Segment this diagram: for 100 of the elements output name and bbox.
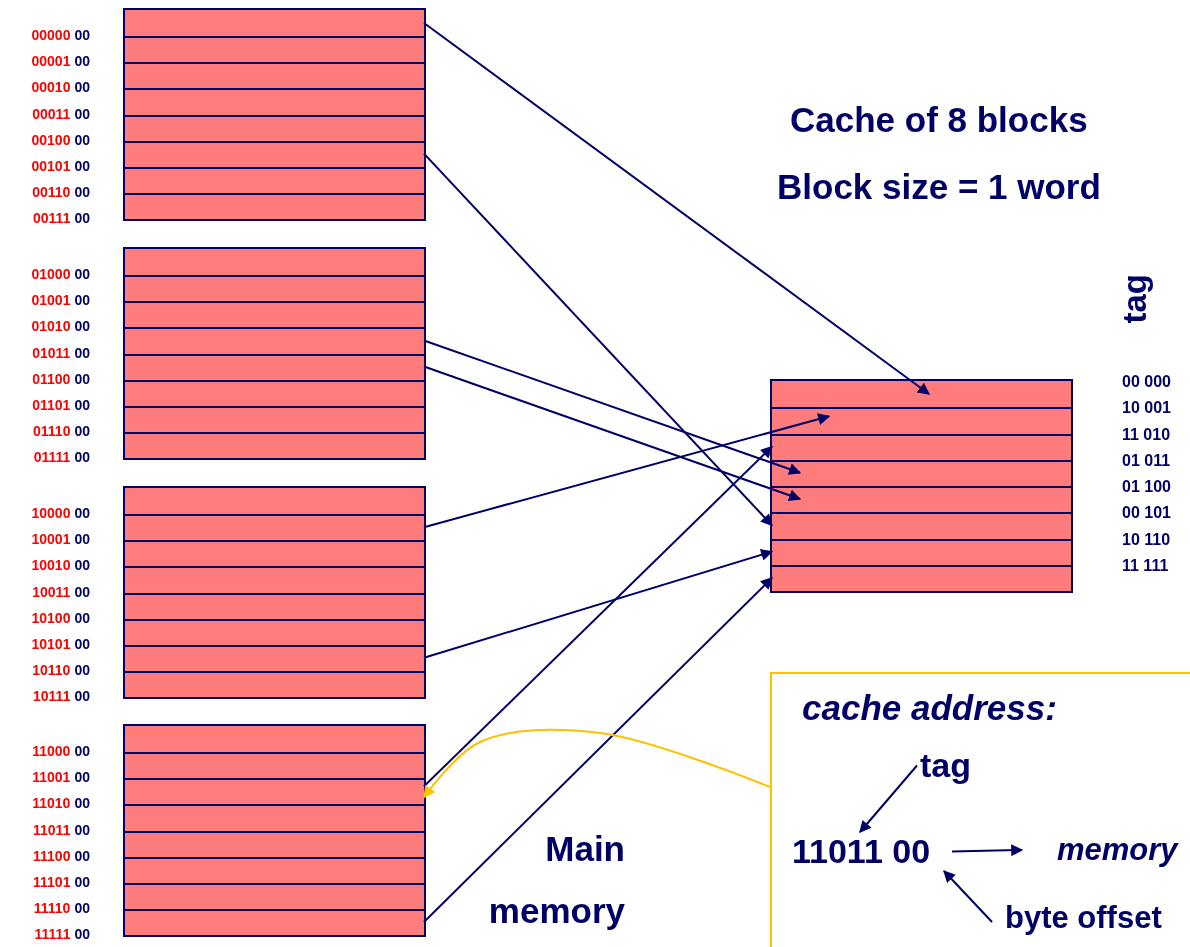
mapping-arrow [423,152,773,527]
memory-row [125,488,424,515]
address-offset-bits: 00 [74,688,90,704]
address-offset-bits: 00 [74,661,90,678]
address-offset-bits: 00 [74,847,90,864]
memory-row [125,830,424,857]
address-offset-bits: 00 [74,422,90,439]
address-offset-bits: 00 [74,926,90,942]
address-offset-bits: 00 [74,396,90,413]
tag-value: 11 010 [1122,425,1171,444]
address-index-bits: 11011 [33,821,71,838]
memory-row [125,405,424,432]
callout-text: memory [1057,832,1178,868]
memory-row [125,908,424,935]
memory-row [125,275,424,302]
address-index-bits: 01000 [31,266,71,283]
memory-row [125,752,424,779]
mapping-arrow [423,549,774,659]
memory-block [123,486,426,699]
tag-column-heading: tag [1116,274,1154,324]
memory-row [125,353,424,380]
tag-value: 01 011 [1122,451,1171,470]
address-offset-bits: 00 [74,795,90,812]
tag-value: 00 000 [1122,373,1171,391]
address-index-bits: 00111 [33,210,71,226]
tag-value: 11 111 [1122,556,1169,575]
address-offset-bits: 00 [74,318,90,335]
address-index-bits: 01001 [31,292,71,309]
memory-row [125,36,424,63]
address-index-bits: 11001 [32,769,71,786]
cache-title: Cache of 8 blocks [790,100,1088,140]
address-index-bits: 00101 [31,157,71,174]
callout-text: byte offset [1005,900,1162,936]
tag-value: 10 001 [1122,399,1171,418]
mapping-arrow [423,22,930,395]
memory-row [125,379,424,406]
main-memory-label: Main memory [487,828,625,932]
mapping-arrow [423,339,802,475]
address-index-bits: 11111 [34,926,71,942]
address-index-bits: 01101 [32,396,71,413]
leader-arrow [943,870,993,923]
memory-row [125,778,424,805]
highlight-arrow [423,729,771,799]
address-offset-bits: 00 [74,505,90,522]
memory-row [125,856,424,883]
tag-value: 10 110 [1122,530,1171,549]
memory-row [125,140,424,167]
address-offset-bits: 00 [74,157,90,174]
callout-text: 11011 00 [792,832,931,871]
address-offset-bits: 00 [74,899,90,916]
memory-row [125,592,424,619]
address-offset-bits: 00 [74,266,90,283]
memory-row [125,114,424,141]
address-offset-bits: 00 [74,769,90,786]
address-index-bits: 00001 [31,53,71,70]
memory-row [125,10,424,37]
memory-row [125,670,424,697]
address-offset-bits: 00 [74,79,90,96]
address-index-bits: 11101 [33,873,71,890]
callout-panel [770,672,1190,947]
leader-arrow [859,764,918,833]
address-offset-bits: 00 [74,105,90,122]
memory-row [125,726,424,753]
leader-arrow [951,844,1024,857]
address-index-bits: 10101 [31,635,71,652]
address-offset-bits: 00 [74,131,90,148]
address-index-bits: 01100 [32,370,71,387]
tag-value: 01 100 [1122,478,1171,496]
cache-block [770,379,1073,593]
callout-heading: cache address: [802,688,1057,728]
tag-value: 00 101 [1122,504,1171,523]
memory-row [125,166,424,193]
address-offset-bits: 00 [74,821,90,838]
memory-row [125,514,424,541]
address-offset-bits: 00 [74,344,90,361]
address-index-bits: 10010 [31,557,71,574]
address-index-bits: 10110 [32,661,71,678]
address-index-bits: 11100 [33,847,71,864]
address-index-bits: 11010 [32,795,71,812]
address-index-bits: 00100 [31,131,71,148]
address-index-bits: 10001 [31,531,71,548]
memory-row [125,327,424,354]
address-offset-bits: 00 [74,183,90,200]
mapping-arrow [423,445,773,788]
mapping-arrow [423,365,802,502]
memory-row [125,431,424,458]
memory-row [125,301,424,328]
address-index-bits: 01110 [33,422,71,439]
address-offset-bits: 00 [74,210,90,226]
memory-block [123,724,426,937]
address-offset-bits: 00 [74,370,90,387]
address-offset-bits: 00 [74,292,90,309]
address-index-bits: 10000 [31,505,71,522]
mapping-arrow [423,576,773,923]
address-index-bits: 10100 [31,609,71,626]
memory-block [123,247,426,460]
address-index-bits: 00011 [32,105,71,122]
address-index-bits: 11110 [33,899,71,916]
address-index-bits: 01111 [33,449,71,465]
address-offset-bits: 00 [74,531,90,548]
